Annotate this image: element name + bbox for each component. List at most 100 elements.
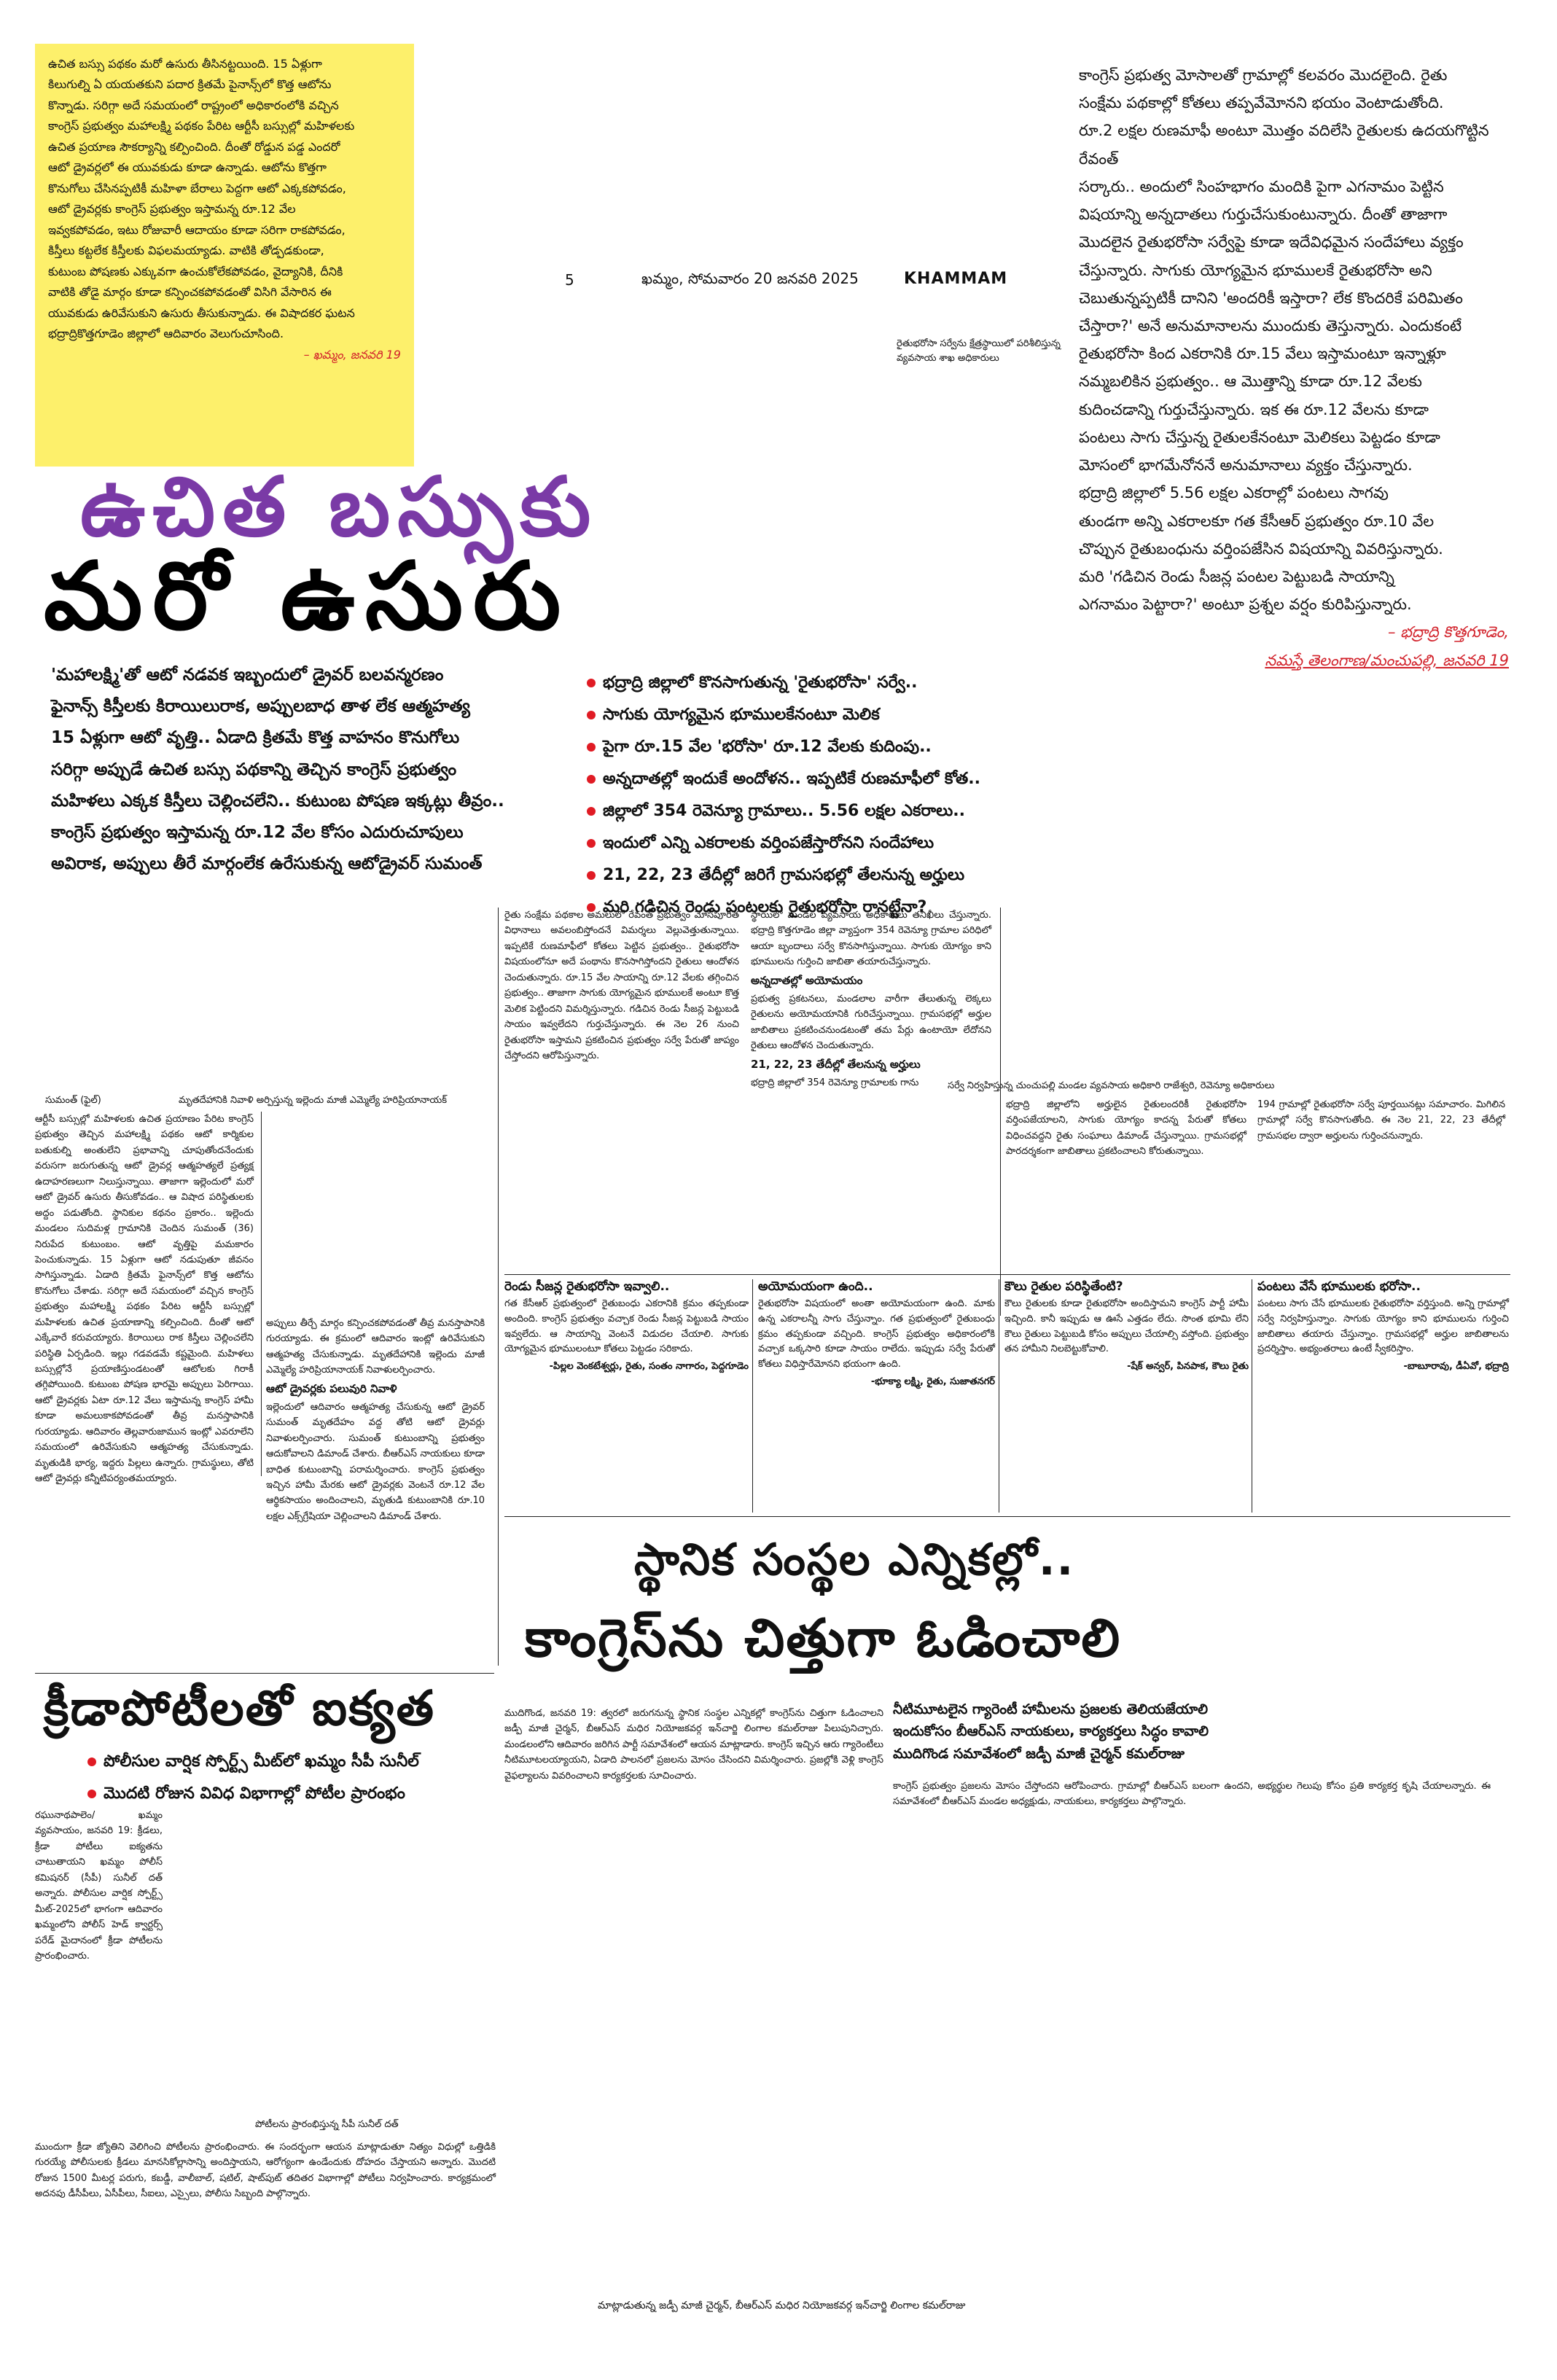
col2-subhead: ఆటో డ్రైవర్లకు పలువురి నివాళి xyxy=(266,1381,397,1395)
local-story-title-line1: స్థానిక సంస్థల ఎన్నికల్లో.. xyxy=(634,1534,1075,1585)
bullet-dot-icon xyxy=(87,1757,96,1766)
quote-box: పంటలు వేసే భూములకు భరోసా..పంటలు సాగు చేస… xyxy=(1257,1279,1509,1373)
col6-text: 194 గ్రామాల్లో రైతుభరోసా సర్వే పూర్తయినట… xyxy=(1257,1099,1505,1142)
deck-line: ముదిగొండ సమావేశంలో జడ్పీ మాజీ చైర్మన్ కమ… xyxy=(893,1745,1185,1762)
right-story-line: భద్రాద్రి జిల్లాలో 5.56 లక్షల ఎకరాల్లో ప… xyxy=(1079,484,1389,502)
quote-box: రెండు సీజన్ల రైతుభరోసా ఇవ్వాలి.. గత కేసీఆ… xyxy=(504,1279,749,1373)
bullet-item-text: అన్నదాతల్లో ఇందుకే అందోళన.. ఇప్పటికే రుణ… xyxy=(603,770,980,788)
quote-body: కౌలు రైతులకు కూడా రైతుభరోసా అందిస్తామని … xyxy=(1004,1297,1249,1357)
sports-top-rule xyxy=(35,1673,494,1674)
right-story-line: రూ.2 లక్షల రుణమాఫీ అంటూ మొత్తం వదిలేసి ర… xyxy=(1079,122,1489,168)
col4-article: స్థాయిలో మండల వ్యవసాయ అధికారులు తనిఖీలు … xyxy=(751,908,991,1092)
quote-signature: -భూక్యా లక్ష్మి, రైతు, సుజాతనగర్ xyxy=(870,1376,995,1387)
right-story-line: మొదలైన రైతుభరోసా సర్వేపై కూడా ఇదేవిధమైన … xyxy=(1079,233,1464,251)
quote-body: రైతుభరోసా విషయంలో అంతా అయోమయంగా ఉంది. మా… xyxy=(758,1297,995,1373)
bullet-item-text: సాగుకు యోగ్యమైన భూములకేనంటూ మెలిక xyxy=(603,706,880,724)
right-intro-story: కాంగ్రెస్ ప్రభుత్వ మోసాలతో గ్రామాల్లో కల… xyxy=(1079,61,1509,674)
bullet-item: భద్రాద్రి జిల్లాలో కొనసాగుతున్న 'రైతుభరో… xyxy=(587,667,1024,699)
col5-article: భద్రాద్రి జిల్లాలోని అర్హులైన రైతులందరిక… xyxy=(1006,1097,1246,1161)
yellow-box-line: భద్రాద్రికొత్తగూడెం జిల్లాలో ఆదివారం వెల… xyxy=(48,327,284,341)
column-divider xyxy=(752,1279,753,1513)
right-story-sig2: నమస్తే తెలంగాణ/మంచుపల్లి, జనవరి 19 xyxy=(1265,651,1509,669)
deck-line: నీటిమూటలైన గ్యారెంటీ హామీలను ప్రజలకు తెల… xyxy=(893,1701,1209,1717)
bullet-item: జిల్లాలో 354 రెవెన్యూ గ్రామాలు.. 5.56 లక… xyxy=(587,795,1024,827)
quote-body: గత కేసీఆర్ ప్రభుత్వంలో రైతుబంధు ఎకరానికి… xyxy=(504,1297,749,1357)
right-story-line: మరి 'గడిచిన రెండు సీజన్ల పంటల పెట్టుబడి … xyxy=(1079,567,1394,585)
col4-subhead: 21, 22, 23 తేదీల్లో తేలనున్న అర్హులు xyxy=(751,1057,921,1071)
right-story-line: చేస్తారా?' అనే అనుమానాలను ముందుకు తెస్తు… xyxy=(1079,316,1462,335)
deck-line: ఇందుకోసం బీఆర్ఎస్ నాయకులు, కార్యకర్తలు స… xyxy=(893,1723,1209,1740)
quote-box: అయోమయంగా ఉంది.. రైతుభరోసా విషయంలో అంతా అయ… xyxy=(758,1279,995,1389)
yellow-box-line: ఉచిత ప్రయాణ సౌకర్యాన్ని కల్పించింది. దీం… xyxy=(48,139,340,154)
bullet-item: ఇందులో ఎన్ని ఎకరాలకు వర్తింపజేస్తారోనని … xyxy=(587,827,1024,859)
main-subhead: అవిరాక, అప్పులు తీరే మార్గంలేక ఉరేసుకున్… xyxy=(51,854,483,874)
bullet-item-text: 21, 22, 23 తేదీల్లో జరిగే గ్రామసభల్లో తే… xyxy=(603,866,965,884)
column-divider xyxy=(261,1112,262,1476)
bullet-item-text: పైగా రూ.15 వేల 'భరోసా' రూ.12 వేలకు కుదిం… xyxy=(603,738,932,756)
col2-article: అప్పులు తీర్చే మార్గం కన్పించకపోవడంతో తీ… xyxy=(266,1316,485,1526)
sports-title: క్రీడాపోటీలతో ఐక్యత xyxy=(44,1680,435,1736)
yellow-box-line: కొన్నాడు. సరిగ్గా అదే సమయంలో రాష్ట్రంలో … xyxy=(48,98,339,112)
sports-paragraph-bottom: ముందుగా క్రీడా జ్యోతిని వెలిగించి పోటీలన… xyxy=(35,2142,496,2200)
col5-text: భద్రాద్రి జిల్లాలోని అర్హులైన రైతులందరిక… xyxy=(1006,1099,1246,1158)
bullet-item-text: ఇందులో ఎన్ని ఎకరాలకు వర్తింపజేస్తారోనని … xyxy=(603,834,934,852)
col6-article: 194 గ్రామాల్లో రైతుభరోసా సర్వే పూర్తయినట… xyxy=(1257,1097,1505,1145)
quote-heading: అయోమయంగా ఉంది.. xyxy=(758,1279,873,1294)
bullet-item-text: మరి గడిచిన రెండు పంటలకు రైతుభరోసా రానట్ట… xyxy=(603,898,927,916)
bullet-item: పైగా రూ.15 వేల 'భరోసా' రూ.12 వేలకు కుదిం… xyxy=(587,731,1024,763)
yellow-summary-box: ఉచిత బస్సు పథకం మరో ఉసురు తీసినట్టయింది.… xyxy=(35,44,414,467)
yellow-box-line: ఇవ్వకపోవడం, ఇటు రోజువారీ ఆదాయం కూడా సరిగ… xyxy=(48,222,346,237)
dateline: ఖమ్మం, సోమవారం 20 జనవరి 2025 xyxy=(641,270,859,287)
col2-text2: ఇల్లెందులో ఆదివారం ఆత్మహత్య చేసుకున్న ఆట… xyxy=(266,1401,485,1522)
sports-bullet-item-text: మొదటి రోజున వివిధ విభాగాల్లో పోటీల ప్రార… xyxy=(104,1784,405,1803)
sports-text-left: రఘునాథపాలెం/ ఖమ్మం వ్యవసాయం, జనవరి 19: క… xyxy=(35,1808,163,1965)
sports-bullets: పోలీసుల వార్షిక స్పోర్ట్స్ మీట్‌లో ఖమ్మం… xyxy=(87,1746,496,1810)
local-story-text-right: కాంగ్రెస్ ప్రభుత్వం ప్రజలను మోసం చేస్తోం… xyxy=(893,1779,1491,1811)
col1-text: ఆర్టీసీ బస్సుల్లో మహిళలకు ఉచిత ప్రయాణం ప… xyxy=(35,1114,254,1485)
right-story-sig1: – భద్రాద్రి కొత్తగూడెం, xyxy=(1387,623,1509,641)
local-story-paragraph-right: కాంగ్రెస్ ప్రభుత్వం ప్రజలను మోసం చేస్తోం… xyxy=(893,1781,1491,1808)
yellow-box-line: వాటికి తోడై మార్గం కూడా కన్పించకపోవడంతో … xyxy=(48,285,332,300)
col3-article: రైతు సంక్షేమ పథకాల అమలులో రేవంత్ ప్రభుత్… xyxy=(504,908,739,1065)
main-subhead: సరిగ్గా అప్పుడే ఉచిత బస్సు పథకాన్ని తెచ్… xyxy=(51,760,457,779)
edition-label: KHAMMAM xyxy=(904,270,1008,288)
yellow-box-line: కిస్తీలు కట్టలేక కిస్తీలకు విఫలమయ్యాడు. … xyxy=(48,243,324,258)
yellow-box-line: కుటుంబ పోషణకు ఎక్కువగా ఉంచుకోలేకపోవడం, వ… xyxy=(48,264,343,278)
page-number: 5 xyxy=(565,271,574,289)
right-story-line: సర్కారు.. అందులో సింహభాగం మందికి పైగా ఎగ… xyxy=(1079,177,1444,195)
quote-body: పంటలు సాగు చేసే భూములకు రైతుభరోసా వర్తిస… xyxy=(1257,1297,1509,1357)
column-divider xyxy=(1000,908,1001,1316)
local-photo-caption: మాట్లాడుతున్న జడ్పీ మాజీ చైర్మన్, బీఆర్ఎ… xyxy=(598,2300,966,2311)
bullet-dot-icon xyxy=(587,743,596,752)
yellow-box-line: ఆటో డ్రైవర్లకు కాంగ్రెస్ ప్రభుత్వం ఇస్తా… xyxy=(48,202,296,216)
main-subhead: 15 ఏళ్లుగా ఆటో వృత్తి.. ఏడాది క్రితమే కొ… xyxy=(51,728,460,748)
right-story-line: ఎగనామం పెట్టారా?' అంటూ ప్రశ్నల వర్షం కుర… xyxy=(1079,596,1412,614)
quote-signature: -బాబూరావు, డీఏవో, భద్రాద్రి xyxy=(1403,1361,1509,1373)
right-story-line: తుండగా అన్ని ఎకరాలకూ గత కేసీఆర్ ప్రభుత్వ… xyxy=(1079,512,1435,530)
right-story-line: నమ్మబలికిన ప్రభుత్వం.. ఆ మొత్తాన్ని కూడా… xyxy=(1079,372,1422,391)
right-story-line: విషయాన్ని అన్నదాతలు గుర్తుచేసుకుంటున్నార… xyxy=(1079,206,1448,224)
quote-text: రైతుభరోసా విషయంలో అంతా అయోమయంగా ఉంది. మా… xyxy=(758,1298,995,1370)
quote-heading: రెండు సీజన్ల రైతుభరోసా ఇవ్వాలి.. xyxy=(504,1279,670,1294)
survey-photo-caption: రైతుభరోసా సర్వేను క్షేత్రస్థాయిలో పరిశీల… xyxy=(897,338,1061,364)
sports-text-bottom: ముందుగా క్రీడా జ్యోతిని వెలిగించి పోటీలన… xyxy=(35,2139,496,2204)
bullet-item: 21, 22, 23 తేదీల్లో జరిగే గ్రామసభల్లో తే… xyxy=(587,859,1024,891)
quote-text: కౌలు రైతులకు కూడా రైతుభరోసా అందిస్తామని … xyxy=(1004,1298,1249,1355)
yellow-box-text: ఉచిత బస్సు పథకం మరో ఉసురు తీసినట్టయింది.… xyxy=(48,54,401,345)
rythu-bharosa-bullets: భద్రాద్రి జిల్లాలో కొనసాగుతున్న 'రైతుభరో… xyxy=(587,667,1024,924)
bullet-dot-icon xyxy=(587,711,596,719)
yellow-box-line: ఆటో డ్రైవర్లలో ఈ యువకుడు కూడా ఉన్నాడు. ఆ… xyxy=(48,160,327,175)
quote-text: గత కేసీఆర్ ప్రభుత్వంలో రైతుబంధు ఎకరానికి… xyxy=(504,1298,749,1355)
main-subhead: ఫైనాన్స్ కిస్తీలకు కిరాయిలురాక, అప్పులబా… xyxy=(51,697,470,717)
right-story-line: సంక్షేమ పథకాల్లో కోతలు తప్పవేమోనని భయం వ… xyxy=(1079,94,1444,112)
right-story-line: చొప్పున రైతుబంధును వర్తింపజేసిన విషయాన్న… xyxy=(1079,539,1443,558)
bullet-dot-icon xyxy=(587,903,596,912)
bullet-dot-icon xyxy=(587,807,596,816)
right-story-line: పంటలు సాగు చేస్తున్న రైతులకేనంటూ మెలికలు… xyxy=(1079,428,1440,446)
yellow-box-line: యువకుడు ఉరివేసుకుని ఉసురు తీసుకున్నాడు. … xyxy=(48,305,355,320)
survey-officials-caption: సర్వే నిర్వహిస్తున్న చుంచుపల్లి మండల వ్య… xyxy=(948,1080,1275,1091)
quote-heading: కౌలు రైతుల పరిస్థితేంటి? xyxy=(1004,1279,1123,1294)
local-story-text-left: ముదిగొండ, జనవరి 19: త్వరలో జరుగనున్న స్థ… xyxy=(504,1706,883,1785)
sports-bullet-item-text: పోలీసుల వార్షిక స్పోర్ట్స్ మీట్‌లో ఖమ్మం… xyxy=(104,1752,419,1771)
bullet-item-text: జిల్లాలో 354 రెవెన్యూ గ్రామాలు.. 5.56 లక… xyxy=(603,802,966,820)
